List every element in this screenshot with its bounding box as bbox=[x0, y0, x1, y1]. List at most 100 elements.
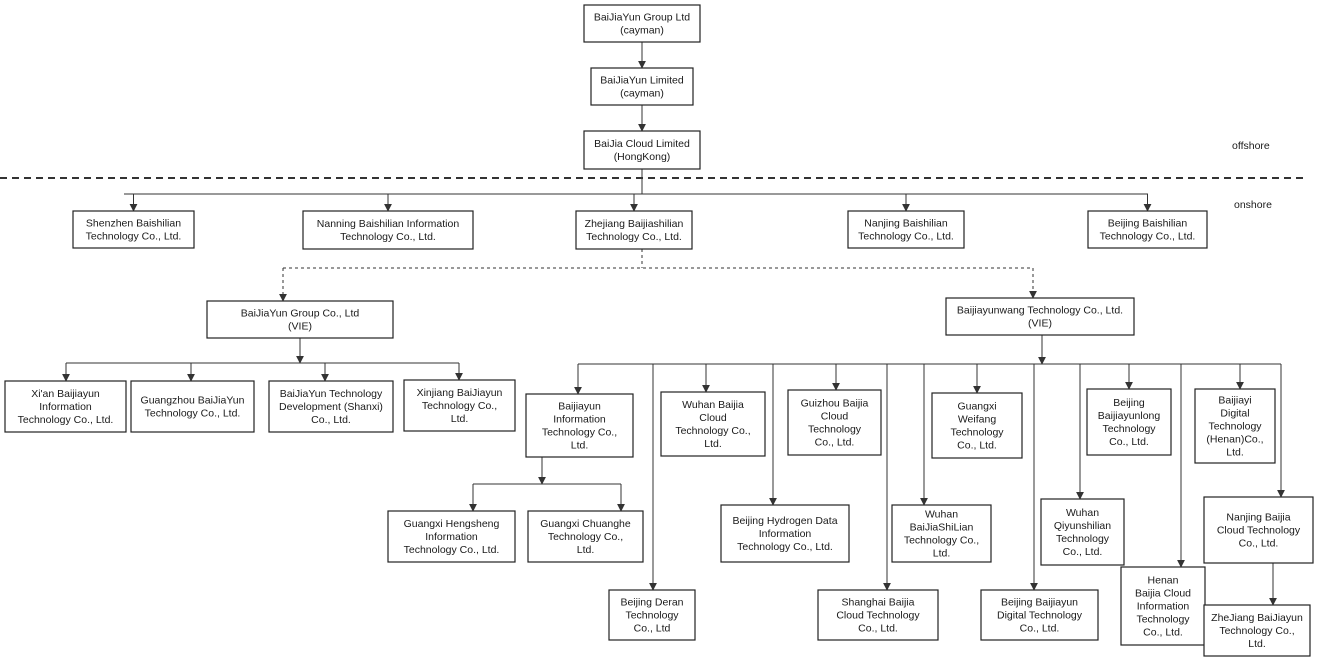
entity-box bbox=[1087, 210, 1208, 249]
entity-box bbox=[1194, 388, 1276, 464]
entity-box bbox=[302, 210, 474, 250]
entity-group-cayman: BaiJiaYun Group Ltd(cayman) bbox=[583, 4, 701, 43]
entity-label-line: Nanjing Baishilian bbox=[864, 218, 948, 230]
entity-label-line: Technology bbox=[1102, 423, 1156, 435]
entity-bj-hydrogen: Beijing Hydrogen DataInformationTechnolo… bbox=[720, 504, 850, 563]
entity-label-line: Development (Shanxi) bbox=[279, 401, 383, 413]
entity-label-line: Technology Co., Ltd. bbox=[858, 231, 954, 243]
entity-box bbox=[945, 297, 1135, 336]
entity-label-line: Technology Co., Ltd. bbox=[86, 231, 182, 243]
entity-label-line: Co., Ltd. bbox=[1020, 623, 1060, 635]
entity-box bbox=[268, 380, 394, 433]
entity-box bbox=[72, 210, 195, 249]
entity-label-line: Nanning Baishilian Information bbox=[317, 218, 460, 230]
entity-label-line: Co., Ltd. bbox=[311, 414, 351, 426]
entity-label-line: Beijing Deran bbox=[620, 597, 683, 609]
entity-label-line: Technology Co., Ltd. bbox=[404, 544, 500, 556]
entity-label-line: Technology bbox=[1208, 421, 1262, 433]
entity-boxes: BaiJiaYun Group Ltd(cayman)BaiJiaYun Lim… bbox=[4, 4, 1314, 657]
entity-label-line: Information bbox=[1137, 601, 1190, 613]
entity-label-line: Co., Ltd. bbox=[1063, 546, 1103, 558]
entity-box bbox=[583, 4, 701, 43]
entity-label-line: Xi'an Baijiayun bbox=[31, 388, 100, 400]
entity-label-line: (Henan)Co., bbox=[1206, 434, 1263, 446]
entity-label-line: Technology Co., bbox=[542, 427, 617, 439]
entity-label-line: Technology Co., bbox=[422, 400, 497, 412]
entity-label-line: Co., Ltd bbox=[634, 623, 671, 635]
entity-label-line: Baijiayunlong bbox=[1098, 410, 1161, 422]
entity-box bbox=[720, 504, 850, 563]
entity-limited-cayman: BaiJiaYun Limited(cayman) bbox=[590, 67, 694, 106]
entity-label-line: BaiJia Cloud Limited bbox=[594, 138, 690, 150]
entity-label-line: Co., Ltd. bbox=[1143, 627, 1183, 639]
entity-label-line: Baijiayi bbox=[1218, 395, 1251, 407]
entity-label-line: Weifang bbox=[958, 414, 996, 426]
entity-label-line: Technology Co., Ltd. bbox=[1100, 231, 1196, 243]
entity-label-line: BaiJiaYun Group Ltd bbox=[594, 12, 690, 24]
entity-label-line: Ltd. bbox=[933, 548, 951, 560]
entity-box bbox=[980, 589, 1099, 641]
entity-label-line: Ltd. bbox=[1248, 638, 1266, 650]
connector-lines bbox=[62, 42, 1285, 606]
entity-label-line: Guangzhou BaiJiaYun bbox=[141, 395, 245, 407]
entity-box bbox=[891, 504, 992, 563]
entity-label-line: Technology Co., Ltd. bbox=[340, 231, 436, 243]
entity-label-line: Digital Technology bbox=[997, 610, 1083, 622]
entity-label-line: Ltd. bbox=[577, 544, 595, 556]
entity-box bbox=[608, 589, 696, 641]
entity-box bbox=[1203, 604, 1311, 657]
entity-label-line: (cayman) bbox=[620, 88, 664, 100]
entity-label-line: Technology bbox=[950, 427, 1004, 439]
entity-box bbox=[527, 510, 644, 563]
entity-box bbox=[931, 392, 1023, 459]
entity-label-line: Information bbox=[553, 414, 606, 426]
entity-box bbox=[1203, 496, 1314, 564]
entity-label-line: BaiJiaYun Technology bbox=[280, 388, 383, 400]
entity-box bbox=[1040, 498, 1125, 566]
entity-box bbox=[575, 210, 693, 250]
entity-label-line: Technology Co., Ltd. bbox=[586, 231, 682, 243]
entity-label-line: Zhejiang Baijiashilian bbox=[585, 218, 684, 230]
entity-label-line: BaiJiaShiLian bbox=[910, 522, 974, 534]
entity-box bbox=[787, 389, 882, 456]
entity-cloud-hk: BaiJia Cloud Limited(HongKong) bbox=[583, 130, 701, 170]
entity-label-line: Guangxi Hengsheng bbox=[404, 518, 500, 530]
entity-label-line: Technology Co., bbox=[675, 425, 750, 437]
entity-label-line: Cloud Technology bbox=[836, 610, 920, 622]
entity-label-line: Technology bbox=[808, 424, 862, 436]
entity-label-line: Qiyunshilian bbox=[1054, 520, 1111, 532]
entity-box bbox=[590, 67, 694, 106]
entity-label-line: ZheJiang BaiJiayun bbox=[1211, 612, 1303, 624]
entity-label-line: (VIE) bbox=[288, 321, 312, 333]
entity-box bbox=[847, 210, 965, 249]
entity-label-line: Co., Ltd. bbox=[957, 440, 997, 452]
entity-box bbox=[817, 589, 939, 641]
entity-label-line: Ltd. bbox=[451, 413, 469, 425]
entity-label-line: Nanjing Baijia bbox=[1226, 512, 1290, 524]
entity-label-line: Guangxi Chuanghe bbox=[540, 518, 631, 530]
entity-label-line: Co., Ltd. bbox=[858, 623, 898, 635]
entity-label-line: Baijia Cloud bbox=[1135, 588, 1191, 600]
entity-label-line: Co., Ltd. bbox=[815, 437, 855, 449]
entity-label-line: Shenzhen Baishilian bbox=[86, 218, 181, 230]
entity-label-line: Technology bbox=[625, 610, 679, 622]
entity-nanning: Nanning Baishilian InformationTechnology… bbox=[302, 210, 474, 250]
entity-box bbox=[660, 391, 766, 457]
offshore-zone-label: offshore bbox=[1232, 140, 1270, 152]
entity-label-line: Shanghai Baijia bbox=[842, 597, 915, 609]
entity-label-line: Technology bbox=[1056, 533, 1110, 545]
